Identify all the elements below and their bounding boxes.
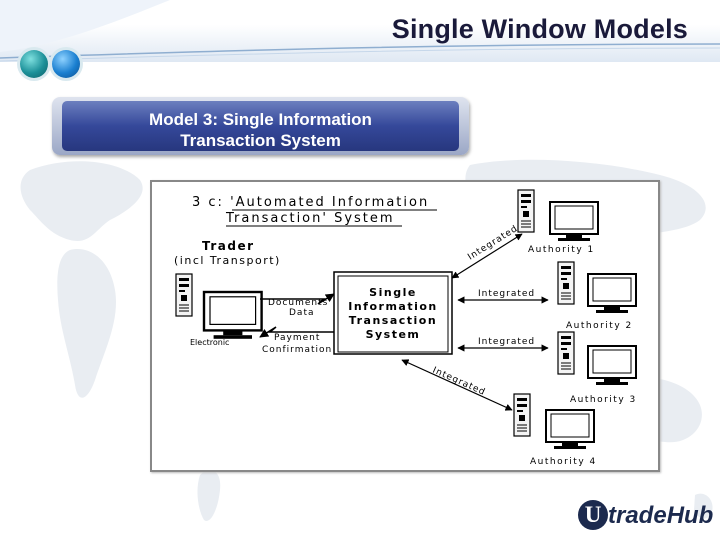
data-label: Data xyxy=(289,308,315,318)
single-window-diagram: 3 c: 'Automated Information Transaction'… xyxy=(174,189,637,467)
diagram-heading-line1: 3 c: 'Automated Information xyxy=(192,195,429,210)
authority-1-label: Authority 1 xyxy=(528,245,595,255)
center-label-4: System xyxy=(366,328,421,341)
payment-arrow xyxy=(259,326,334,338)
tradehub-logo: U tradeHub xyxy=(578,498,713,534)
authority-3-monitor-icon xyxy=(587,345,637,386)
link-authority-1 xyxy=(451,233,523,279)
authority-1-monitor-icon xyxy=(549,201,599,242)
trader-tower-icon xyxy=(175,273,193,317)
confirmation-label: Confirmation xyxy=(262,345,332,355)
authority-3-label: Authority 3 xyxy=(570,395,637,405)
logo-text: tradeHub xyxy=(608,502,714,529)
trader-sublabel: (incl Transport) xyxy=(174,254,281,267)
header-swoosh xyxy=(0,0,720,62)
model-title-line1: Model 3: Single Information xyxy=(149,110,372,129)
model-title-line2: Transaction System xyxy=(180,131,341,150)
blue-orb-icon xyxy=(52,50,80,78)
slide-title: Single Window Models xyxy=(391,14,688,44)
documents-label: Documents xyxy=(268,298,328,308)
electronic-label: Electronic xyxy=(190,338,229,347)
model-title-inner: Model 3: Single Information Transaction … xyxy=(62,101,459,151)
authority-3-tower-icon xyxy=(557,331,575,375)
central-system-box xyxy=(337,275,449,353)
authority-2-tower-icon xyxy=(557,261,575,305)
integrated-label-2: Integrated xyxy=(478,289,535,299)
documents-arrow xyxy=(260,293,335,305)
diagram-heading-line2: Transaction' System xyxy=(225,211,395,226)
trader-monitor-icon xyxy=(202,290,263,340)
center-label-2: Information xyxy=(348,300,438,313)
authority-4-monitor-icon xyxy=(545,409,595,450)
payment-label: Payment xyxy=(274,333,320,343)
authority-4-label: Authority 4 xyxy=(530,457,597,467)
center-label-3: Transaction xyxy=(349,314,437,327)
diagram-frame: 3 c: 'Automated Information Transaction'… xyxy=(150,180,660,472)
authority-2-label: Authority 2 xyxy=(566,321,633,331)
teal-orb-icon xyxy=(20,50,48,78)
trader-label: Trader xyxy=(202,239,255,253)
link-authority-4 xyxy=(401,359,513,411)
integrated-label-1: Integrated xyxy=(466,224,520,263)
model-title-panel: Model 3: Single Information Transaction … xyxy=(52,97,469,155)
model-title: Model 3: Single Information Transaction … xyxy=(62,109,459,151)
integrated-label-3: Integrated xyxy=(478,337,535,347)
authority-1-tower-icon xyxy=(517,189,535,233)
slide-header: Single Window Models xyxy=(0,0,720,62)
center-label-1: Single xyxy=(369,286,417,299)
authority-4-tower-icon xyxy=(513,393,531,437)
integrated-label-4: Integrated xyxy=(431,366,487,398)
authority-2-monitor-icon xyxy=(587,273,637,314)
logo-mark: U xyxy=(578,500,608,530)
